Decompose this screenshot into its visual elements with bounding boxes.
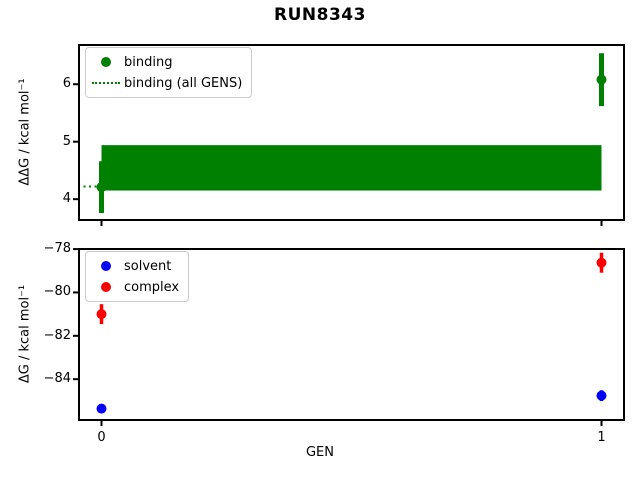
y-tick-label: −82 — [43, 327, 71, 343]
complex-marker-icon — [88, 282, 124, 292]
legend-label: binding — [124, 54, 173, 70]
dotted-line-icon — [88, 82, 124, 84]
binding-legend: binding binding (all GENS) — [85, 47, 253, 98]
legend-entry: complex — [88, 277, 179, 297]
legend-label: complex — [124, 279, 180, 295]
y-tick-label: −80 — [43, 284, 71, 300]
dot-icon — [101, 57, 111, 67]
binding-marker-icon — [88, 57, 124, 67]
chart-title: RUN8343 — [274, 5, 366, 25]
x-axis-label: GEN — [305, 445, 334, 460]
binding-axes: 4 5 6 binding binding (all GENS) — [63, 44, 625, 226]
y-tick-label: −78 — [43, 241, 71, 257]
delta-g-legend: solvent complex — [85, 251, 190, 302]
x-tick-label: 0 — [97, 430, 106, 445]
binding-plot-canvas — [73, 44, 625, 226]
solvent-point-gen1 — [596, 390, 607, 401]
binding-point-gen0 — [96, 182, 107, 193]
plot-frame — [78, 248, 625, 421]
delta-g-plot-canvas — [73, 248, 625, 426]
y-tick-label: 5 — [62, 133, 71, 149]
complex-point-gen1 — [596, 257, 607, 268]
dotted-line-icon — [92, 82, 120, 84]
binding-all-gens-band — [101, 145, 602, 191]
solvent-marker-icon — [88, 261, 124, 271]
legend-entry: solvent — [88, 256, 179, 276]
legend-entry: binding — [88, 52, 242, 72]
dot-icon — [101, 282, 111, 292]
y-tick-label: −84 — [43, 371, 71, 387]
binding-point-gen1 — [596, 74, 607, 85]
y-tick-label: 6 — [62, 76, 71, 92]
complex-point-gen0 — [96, 309, 107, 320]
legend-label: binding (all GENS) — [124, 75, 243, 91]
plot-frame — [78, 44, 625, 221]
legend-label: solvent — [124, 258, 172, 274]
delta-g-axes: −78 −80 −82 −84 0 1 solvent complex — [44, 241, 625, 445]
solvent-point-gen0 — [96, 403, 107, 414]
y-axis-label-binding: ΔΔG / kcal mol⁻¹ — [17, 78, 33, 186]
y-axis-label-delta-g: ΔG / kcal mol⁻¹ — [17, 284, 33, 384]
y-tick-label: 4 — [62, 191, 71, 207]
legend-entry: binding (all GENS) — [88, 73, 242, 93]
dot-icon — [101, 261, 111, 271]
x-tick-label: 1 — [597, 430, 606, 445]
